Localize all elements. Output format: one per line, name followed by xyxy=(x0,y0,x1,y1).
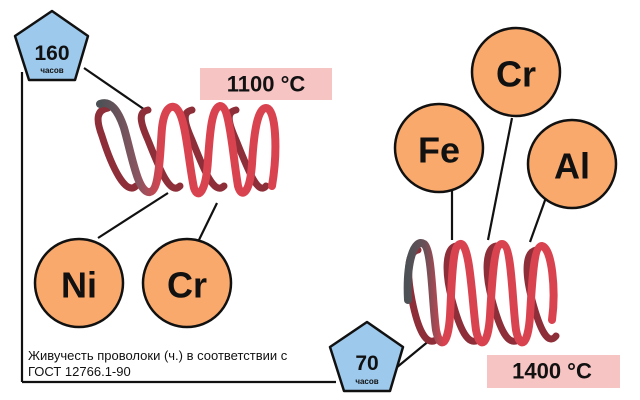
element-cr-right-symbol: Cr xyxy=(496,54,536,95)
right-coil-front-turns xyxy=(403,239,558,347)
left-temperature-label: 1100 °C xyxy=(200,68,332,100)
left-temperature-bg xyxy=(200,68,332,100)
element-fe-symbol: Fe xyxy=(418,130,460,171)
element-fe: Fe xyxy=(393,102,485,194)
element-cr-right: Cr xyxy=(470,26,562,118)
element-ni: Ni xyxy=(33,237,125,329)
lifetime-note: Живучесть проволоки (ч.) в соответствии … xyxy=(28,348,288,379)
connector-cr-to-left-coil xyxy=(195,202,218,247)
connector-ni-to-left-coil xyxy=(97,192,169,239)
left-coil-back-turns xyxy=(94,104,270,192)
left-hours-pentagon xyxy=(13,9,90,82)
element-fe-circle xyxy=(393,102,485,194)
right-temperature-bg xyxy=(487,355,620,388)
left-temperature-text: 1100 °C xyxy=(227,72,306,97)
element-cr-right-circle xyxy=(470,26,562,118)
left-hours-badge: 160 часов xyxy=(13,9,90,82)
element-ni-symbol: Ni xyxy=(61,265,97,306)
element-al: Al xyxy=(526,118,618,210)
right-heating-coil xyxy=(403,239,560,347)
connector-160-to-left-coil xyxy=(83,67,149,113)
element-al-circle xyxy=(526,118,618,210)
right-hours-value: 70 xyxy=(355,352,378,375)
left-hours-value: 160 xyxy=(34,42,69,65)
element-ni-circle xyxy=(33,237,125,329)
connector-lines xyxy=(20,67,550,384)
connector-cr-to-right-coil xyxy=(486,117,514,241)
right-temperature-label: 1400 °C xyxy=(487,355,620,388)
element-al-symbol: Al xyxy=(554,146,590,187)
element-cr-left-symbol: Cr xyxy=(167,265,207,306)
right-hours-badge: 70 часов xyxy=(328,320,405,393)
right-hours-unit: часов xyxy=(355,377,378,386)
left-hours-unit: часов xyxy=(40,66,63,75)
left-coil-front-turns xyxy=(96,99,280,198)
connector-70-to-right-coil xyxy=(395,339,431,369)
element-cr-left-circle xyxy=(141,237,233,329)
element-cr-left: Cr xyxy=(141,237,233,329)
right-hours-pentagon xyxy=(328,320,405,393)
left-heating-coil xyxy=(94,99,280,198)
right-temperature-text: 1400 °C xyxy=(512,359,592,384)
connector-al-to-right-coil xyxy=(528,191,550,243)
